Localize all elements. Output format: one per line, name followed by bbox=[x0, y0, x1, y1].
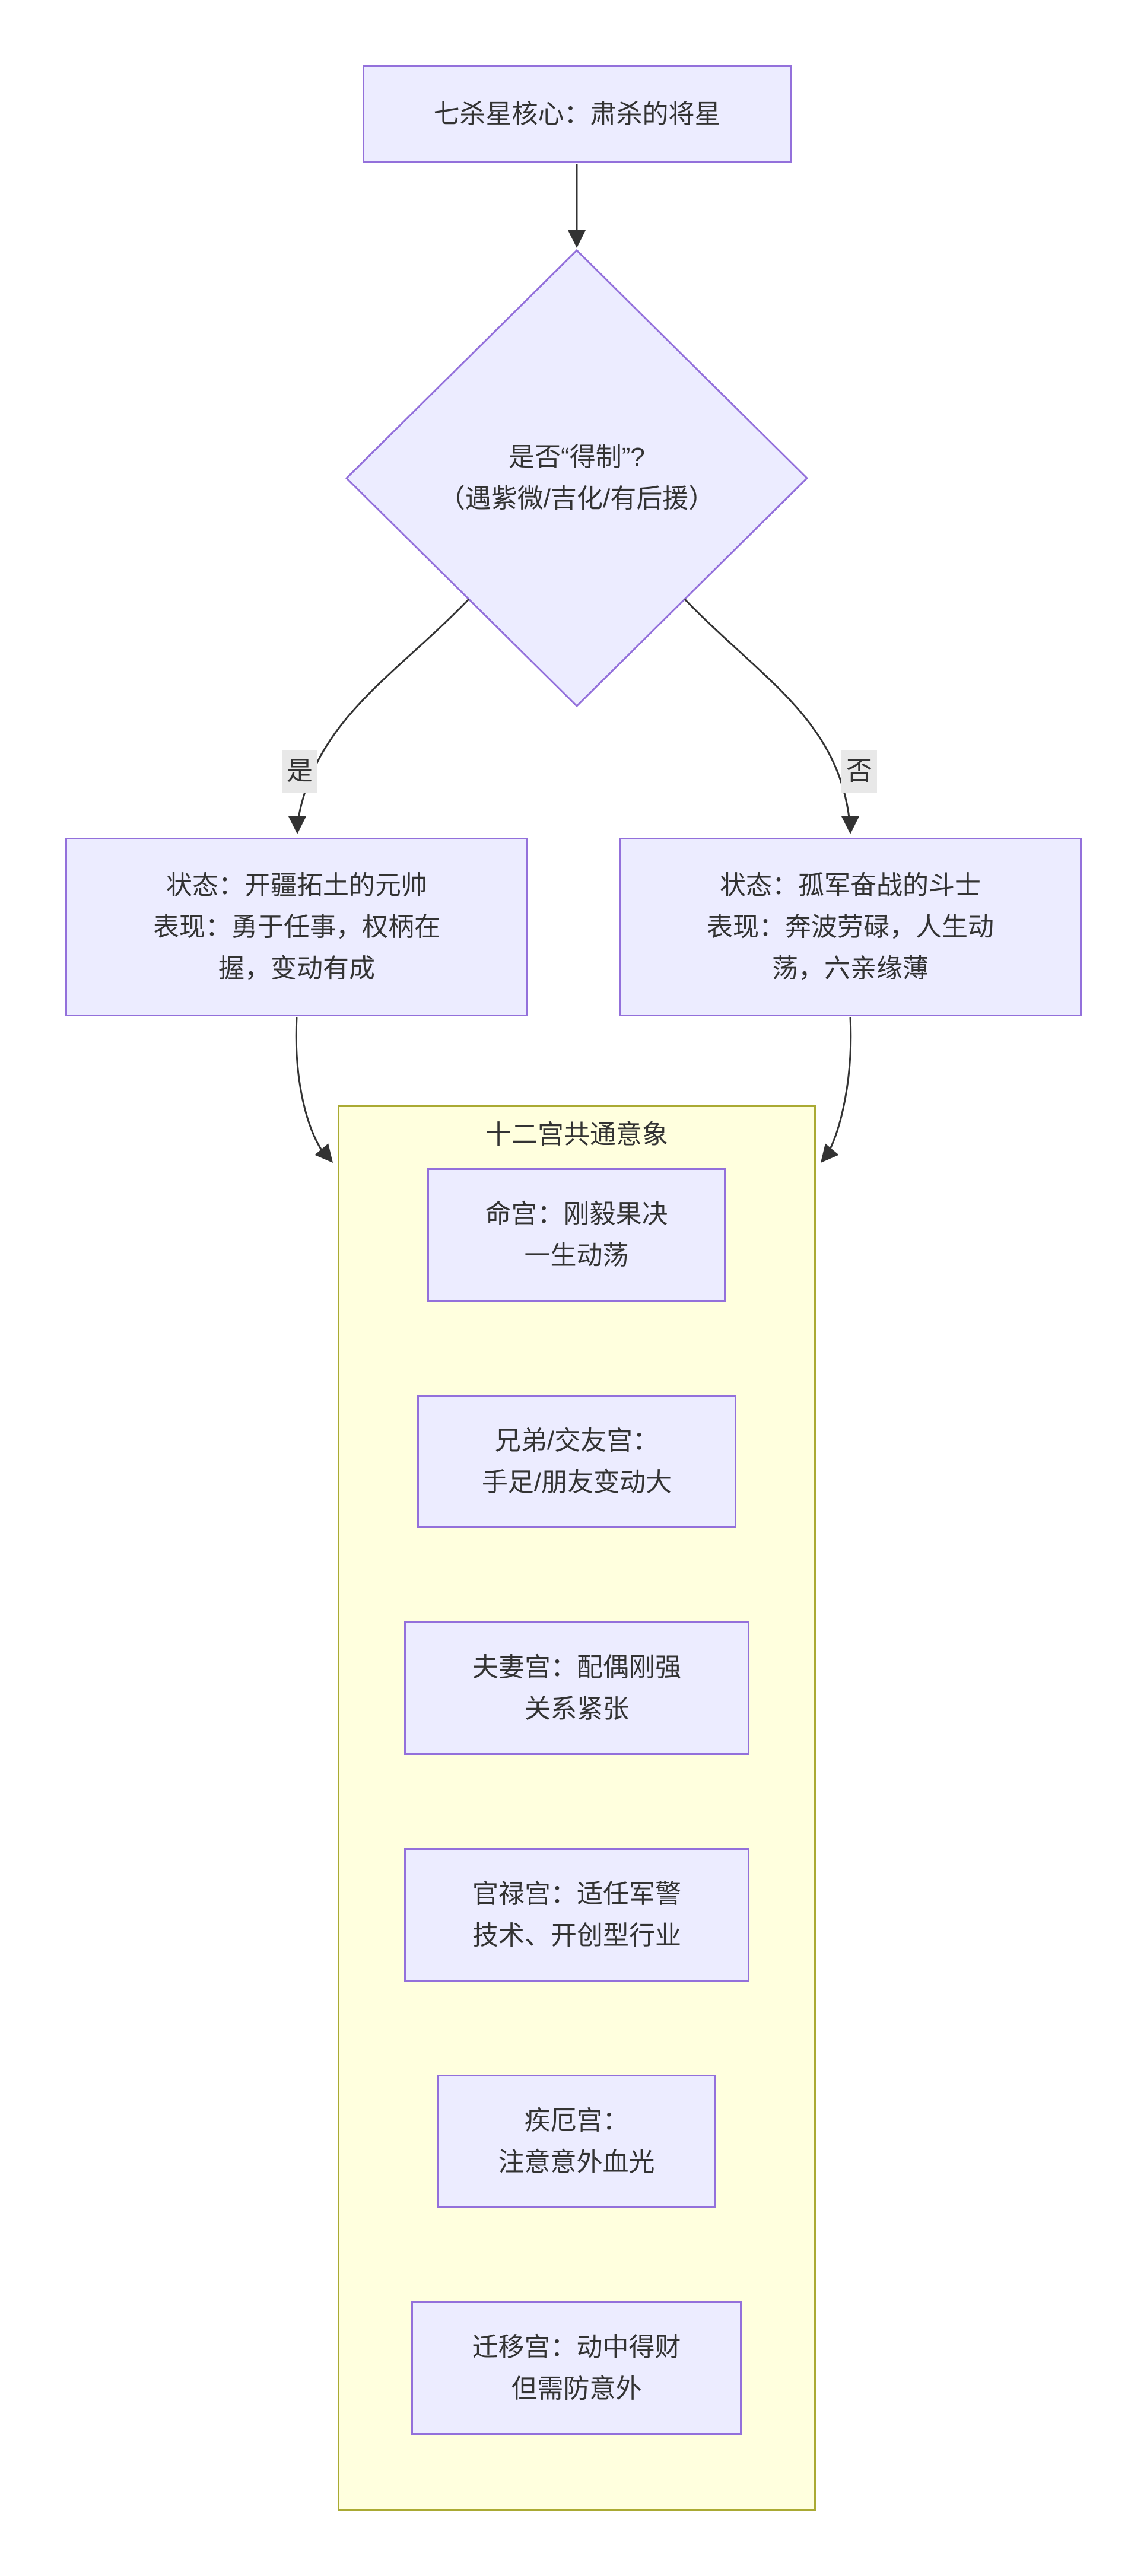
edge-no-to-cluster bbox=[825, 1017, 852, 1157]
cluster-title: 十二宫共通意象 bbox=[485, 1120, 668, 1149]
no-control-node: 状态：孤军奋战的斗士 表现：奔波劳碌，人生动 荡，六亲缘薄 bbox=[619, 838, 1082, 1016]
edge-label-yes: 是 bbox=[282, 750, 317, 793]
twelve-palaces-cluster: 十二宫共通意象 bbox=[338, 1105, 816, 2511]
palace-node-xiongdi-jiaoyou: 兄弟/交友宫： 手足/朋友变动大 bbox=[417, 1395, 736, 1528]
edge-decision-to-no bbox=[684, 598, 850, 818]
arrowhead bbox=[821, 1143, 839, 1163]
arrowhead bbox=[568, 230, 586, 248]
palace-node-minggong: 命宫：刚毅果决 一生动荡 bbox=[427, 1168, 726, 1302]
palace-node-fuqi: 夫妻宫：配偶刚强 关系紧张 bbox=[404, 1621, 749, 1755]
arrowhead bbox=[288, 816, 306, 834]
palace-node-guanlu: 官禄宫：适任军警 技术、开创型行业 bbox=[404, 1848, 749, 1982]
arrowhead bbox=[841, 816, 859, 834]
edge-label-no: 否 bbox=[841, 750, 877, 793]
got-control-node: 状态：开疆拓土的元帅 表现：勇于任事，权柄在 握，变动有成 bbox=[65, 838, 528, 1016]
edge-yes-to-cluster bbox=[295, 1017, 328, 1157]
decision-diamond-shape bbox=[345, 249, 809, 708]
palace-node-ji-e: 疾厄宫： 注意意外血光 bbox=[437, 2075, 716, 2208]
core-node: 七杀星核心：肃杀的将星 bbox=[363, 65, 792, 163]
decision-label: 是否“得制”? （遇紫微/吉化/有后援） bbox=[439, 443, 715, 513]
palace-node-qianyi: 迁移宫：动中得财 但需防意外 bbox=[411, 2301, 742, 2435]
arrowhead bbox=[314, 1143, 333, 1163]
